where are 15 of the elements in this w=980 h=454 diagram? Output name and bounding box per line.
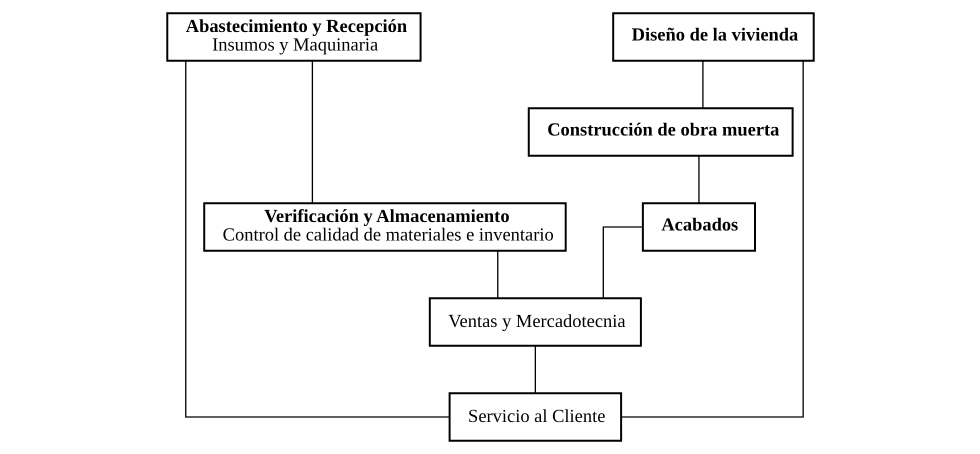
node-box: Servicio al Cliente bbox=[448, 392, 622, 442]
connector bbox=[496, 250, 498, 298]
node-box: Abastecimiento y Recepción Insumos y Maquinaria bbox=[166, 12, 422, 62]
connector bbox=[702, 61, 704, 108]
node-box: Verificación y Almacenamiento Control de calidad de materiales e inventario bbox=[202, 202, 566, 252]
connector bbox=[311, 61, 313, 204]
connector bbox=[620, 60, 804, 418]
connector bbox=[602, 226, 642, 298]
node-box: Diseño de la vivienda bbox=[612, 12, 814, 62]
node-box: Ventas y Mercadotecnia bbox=[428, 297, 642, 347]
node-box: Construcción de obra muerta bbox=[527, 107, 794, 157]
connector bbox=[698, 156, 700, 203]
connector bbox=[534, 346, 536, 393]
node-box: Acabados bbox=[641, 202, 756, 252]
connector bbox=[184, 60, 449, 418]
